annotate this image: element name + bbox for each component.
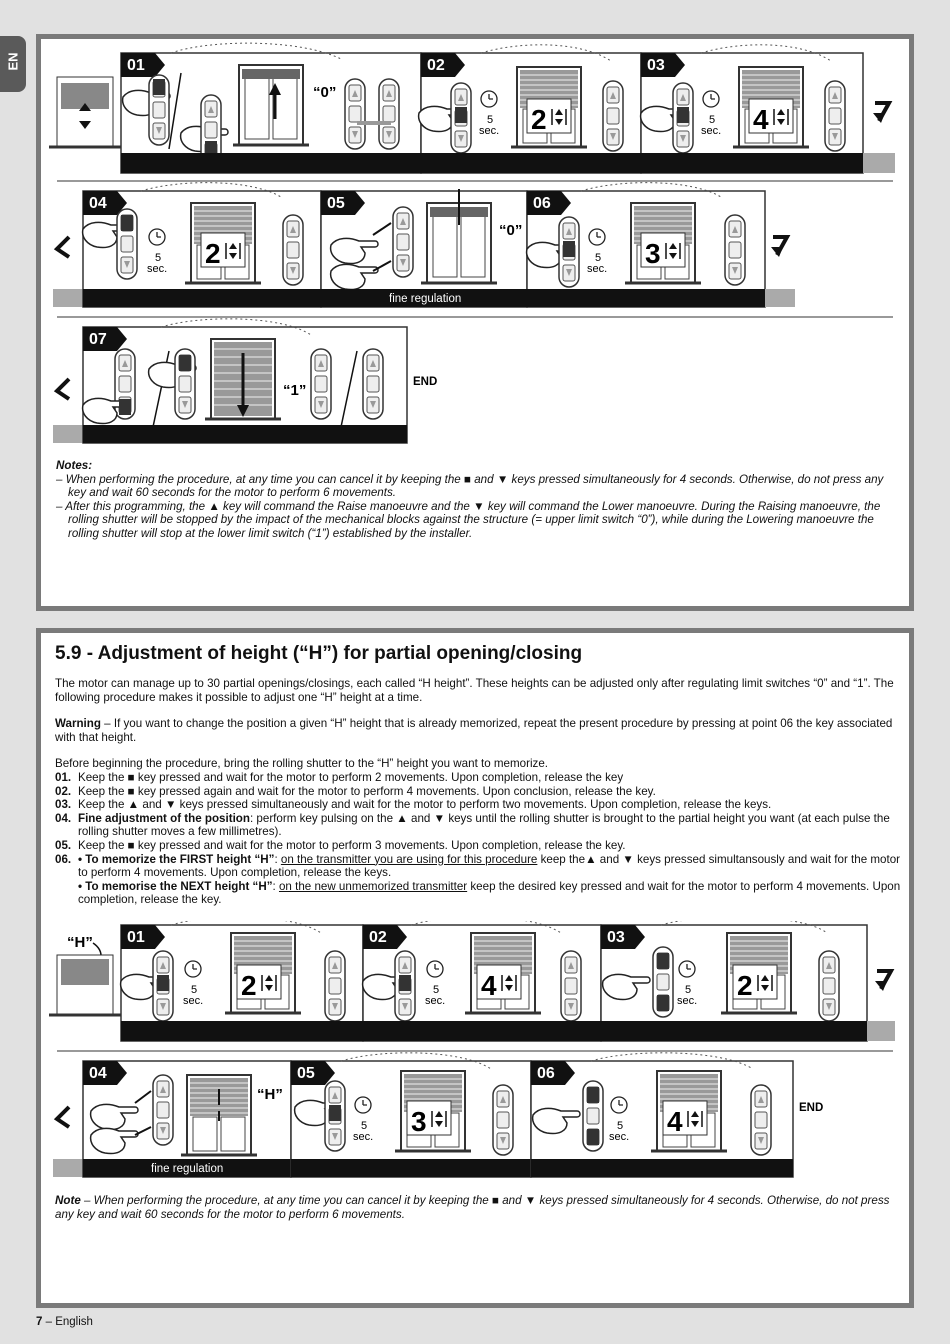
svg-text:2: 2	[205, 238, 221, 269]
svg-text:“H”: “H”	[67, 934, 93, 951]
svg-text:fine regulation: fine regulation	[389, 293, 461, 305]
procedure-diagram-2: “H” 01 5 sec. 2 02 5 sec. 4 03 5 sec. 2	[49, 921, 895, 1178]
svg-text:sec.: sec.	[183, 995, 203, 1007]
step-03: 03.Keep the ▲ and ▼ keys pressed simulta…	[55, 798, 772, 812]
page-footer: 7 – English	[36, 1316, 93, 1328]
svg-text:01: 01	[127, 57, 145, 74]
language-tab: EN	[0, 36, 26, 92]
svg-text:2: 2	[737, 970, 753, 1001]
svg-text:END: END	[799, 1102, 823, 1114]
svg-text:5: 5	[361, 1120, 367, 1132]
step-04: 04.Fine adjustment of the position: perf…	[55, 811, 890, 839]
before-text: Before beginning the procedure, bring th…	[55, 757, 549, 771]
intro-paragraph: The motor can manage up to 30 partial op…	[55, 677, 894, 704]
row-2: 04 5 sec. 2 05 “0” 06 5 sec. 3	[53, 182, 893, 318]
svg-text:5: 5	[685, 984, 691, 996]
svg-text:04: 04	[89, 195, 107, 212]
step-06: 06.• To memorize the FIRST height “H”: o…	[55, 852, 901, 907]
svg-text:sec.: sec.	[609, 1131, 629, 1143]
svg-text:“1”: “1”	[283, 382, 306, 399]
svg-text:“H”: “H”	[257, 1086, 283, 1103]
section-title: 5.9 - Adjustment of height (“H”) for par…	[55, 643, 583, 664]
procedure-diagram-1: 01 “0” 02 5 sec. 2 03 5 sec. 4	[49, 42, 895, 444]
svg-text:4: 4	[753, 104, 769, 135]
svg-text:06: 06	[533, 195, 551, 212]
svg-text:sec.: sec.	[425, 995, 445, 1007]
notes: Notes: – When performing the procedure, …	[56, 459, 896, 541]
svg-text:sec.: sec.	[701, 125, 721, 137]
note-item-2: – After this programming, the ▲ key will…	[56, 499, 881, 540]
svg-text:5: 5	[709, 114, 715, 126]
svg-text:05: 05	[297, 1065, 315, 1082]
svg-text:4: 4	[667, 1106, 683, 1137]
svg-text:“0”: “0”	[499, 222, 522, 239]
svg-text:4: 4	[481, 970, 497, 1001]
partial-height-panel: 5.9 - Adjustment of height (“H”) for par…	[36, 628, 914, 1308]
note-item-1: – When performing the procedure, at any …	[56, 472, 884, 500]
svg-text:END: END	[413, 376, 437, 388]
svg-text:5: 5	[191, 984, 197, 996]
svg-text:5: 5	[595, 252, 601, 264]
svg-text:5: 5	[155, 252, 161, 264]
step-05: 05.Keep the ■ key pressed and wait for t…	[55, 838, 626, 852]
step-badge-01	[121, 53, 165, 77]
svg-text:04: 04	[89, 1065, 107, 1082]
svg-text:sec.: sec.	[677, 995, 697, 1007]
svg-text:sec.: sec.	[147, 263, 167, 275]
step-02: 02.Keep the ■ key pressed again and wait…	[55, 784, 656, 798]
svg-text:05: 05	[327, 195, 345, 212]
svg-text:sec.: sec.	[353, 1131, 373, 1143]
svg-text:5: 5	[433, 984, 439, 996]
warning-paragraph: Warning – If you want to change the posi…	[55, 717, 893, 744]
svg-text:02: 02	[427, 57, 445, 74]
row-1: 01 “0” 02 5 sec. 2 03 5 sec. 4	[49, 42, 895, 182]
page-number: 7	[36, 1316, 43, 1328]
svg-text:3: 3	[645, 238, 661, 269]
svg-text:03: 03	[607, 929, 625, 946]
svg-text:07: 07	[89, 331, 107, 348]
svg-text:5: 5	[487, 114, 493, 126]
language-tab-label: EN	[5, 52, 21, 71]
final-note: Note – When performing the procedure, at…	[55, 1194, 890, 1221]
svg-text:06: 06	[537, 1065, 555, 1082]
notes-title: Notes:	[56, 459, 93, 472]
svg-text:2: 2	[241, 970, 257, 1001]
svg-text:fine regulation: fine regulation	[151, 1163, 223, 1175]
footer-language: – English	[42, 1316, 93, 1328]
svg-text:03: 03	[647, 57, 665, 74]
svg-text:02: 02	[369, 929, 387, 946]
svg-text:sec.: sec.	[587, 263, 607, 275]
svg-text:3: 3	[411, 1106, 427, 1137]
row-3: 07 “1” END	[53, 318, 437, 444]
svg-text:“0”: “0”	[313, 84, 336, 101]
svg-text:01: 01	[127, 929, 145, 946]
svg-text:2: 2	[531, 104, 547, 135]
svg-text:5: 5	[617, 1120, 623, 1132]
step-01: 01.Keep the ■ key pressed and wait for t…	[55, 770, 624, 784]
section-body: The motor can manage up to 30 partial op…	[55, 677, 903, 907]
svg-text:sec.: sec.	[479, 125, 499, 137]
limit-switch-procedure-panel: 01 “0” 02 5 sec. 2 03 5 sec. 4	[36, 34, 914, 611]
